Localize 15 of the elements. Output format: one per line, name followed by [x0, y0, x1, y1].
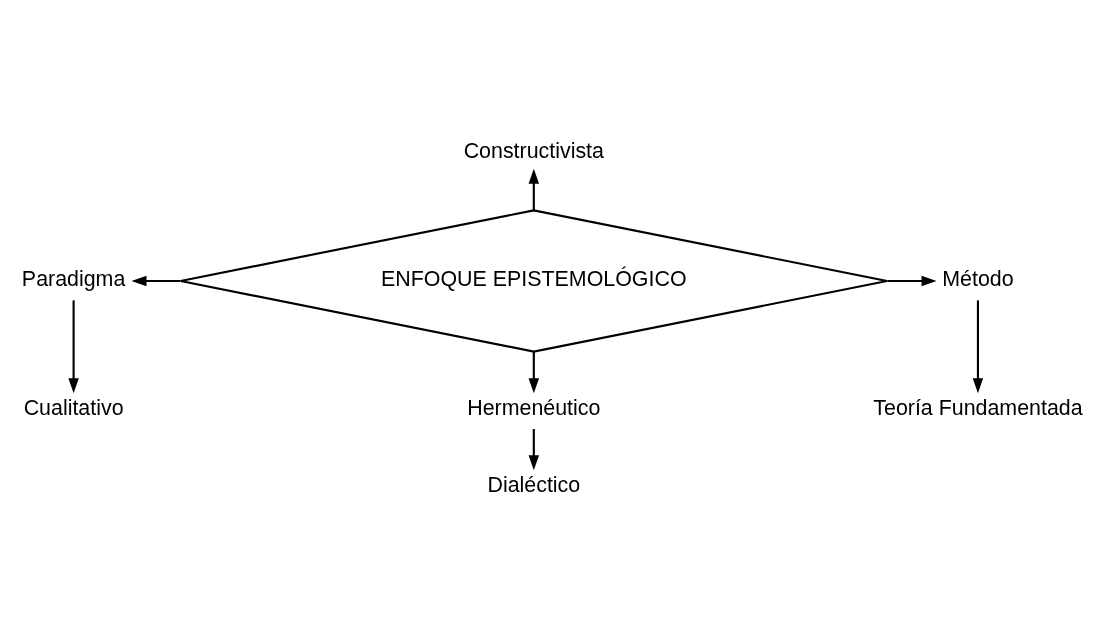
- arrow: [528, 168, 540, 210]
- node-text: Paradigma: [21, 266, 126, 291]
- node-text: Constructivista: [463, 138, 604, 163]
- arrow: [68, 299, 79, 393]
- node-text: Hermenéutico: [467, 395, 601, 420]
- arrow: [528, 428, 540, 470]
- node-text: Cualitativo: [23, 395, 124, 420]
- arrow: [887, 275, 937, 286]
- arrow: [972, 299, 984, 393]
- node-text: Teoría Fundamentada: [873, 395, 1083, 420]
- node-text: Método: [942, 266, 1014, 291]
- node-diamond: ENFOQUE EPISTEMOLÓGICO: [179, 208, 889, 353]
- arrow: [528, 351, 540, 393]
- node-text: Dialéctico: [487, 472, 581, 497]
- arrow: [131, 275, 181, 286]
